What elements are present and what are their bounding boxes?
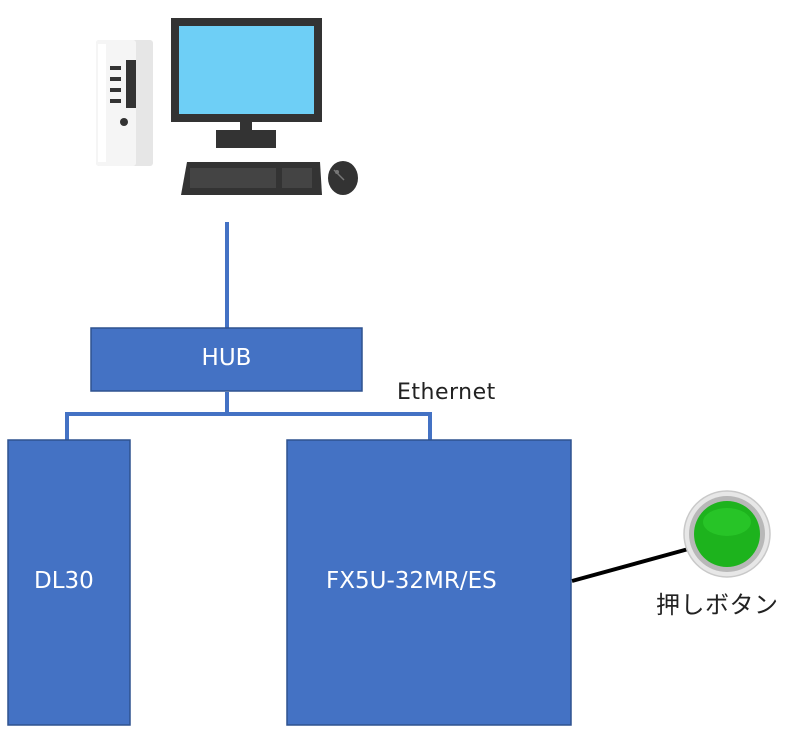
ethernet-label: Ethernet xyxy=(397,380,496,405)
plc-box xyxy=(286,439,572,726)
hub-to-plc-line xyxy=(227,412,432,440)
green-push-button-icon xyxy=(683,490,771,578)
dl30-box xyxy=(7,439,131,726)
hub-box xyxy=(90,327,363,392)
dl30-label: DL30 xyxy=(34,568,94,594)
push-button-label: 押しボタン xyxy=(656,591,779,619)
plc-to-button-wire xyxy=(571,546,693,583)
desktop-computer-icon xyxy=(96,18,358,195)
hub-branch-line xyxy=(65,392,229,440)
hub-label: HUB xyxy=(201,345,252,371)
plc-label: FX5U-32MR/ES xyxy=(326,568,497,594)
